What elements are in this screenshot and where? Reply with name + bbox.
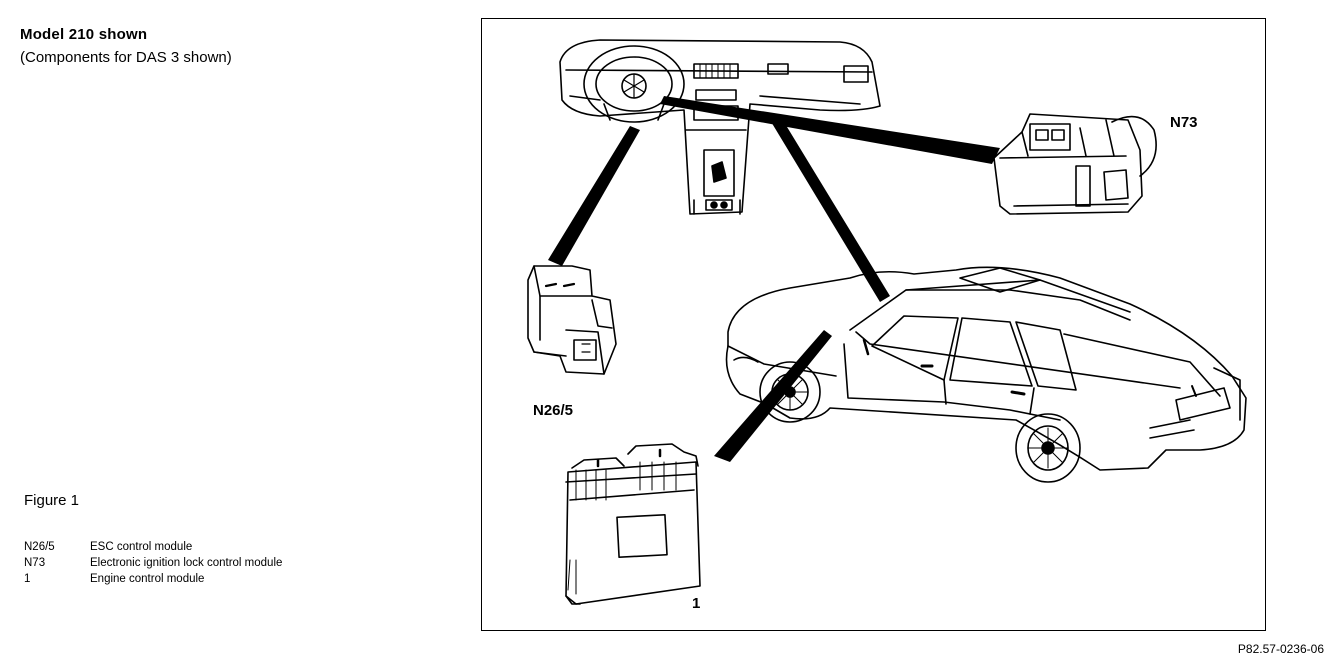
figure-reference-code: P82.57-0236-06	[1237, 642, 1324, 656]
callout-n26-5: N26/5	[533, 402, 574, 419]
callout-n73: N73	[1170, 114, 1198, 131]
diagram-frame	[481, 18, 1266, 631]
legend-description: Engine control module	[90, 573, 205, 585]
dashboard-illustration	[559, 39, 881, 215]
pointer-wedges	[548, 96, 1000, 462]
legend-row: 1 Engine control module	[24, 571, 282, 587]
legend-row: N26/5 ESC control module	[24, 539, 282, 555]
legend-description: Electronic ignition lock control module	[90, 557, 283, 569]
legend-code: N26/5	[24, 541, 55, 553]
legend-code: 1	[24, 573, 31, 585]
vehicle-illustration	[725, 266, 1247, 483]
legend-description: ESC control module	[90, 541, 193, 553]
engine-control-module-illustration	[565, 443, 701, 605]
legend-code: N73	[24, 557, 46, 569]
ignition-lock-module-illustration	[993, 113, 1157, 215]
figure-subtitle: (Components for DAS 3 shown)	[20, 49, 232, 66]
figure-label: Figure 1	[24, 492, 80, 509]
esc-control-module-illustration	[527, 265, 617, 375]
callout-engine-control-module: 1	[692, 595, 701, 612]
legend: N26/5 ESC control module N73 Electronic …	[24, 539, 282, 587]
legend-row: N73 Electronic ignition lock control mod…	[24, 555, 282, 571]
figure-title: Model 210 shown	[20, 26, 148, 43]
